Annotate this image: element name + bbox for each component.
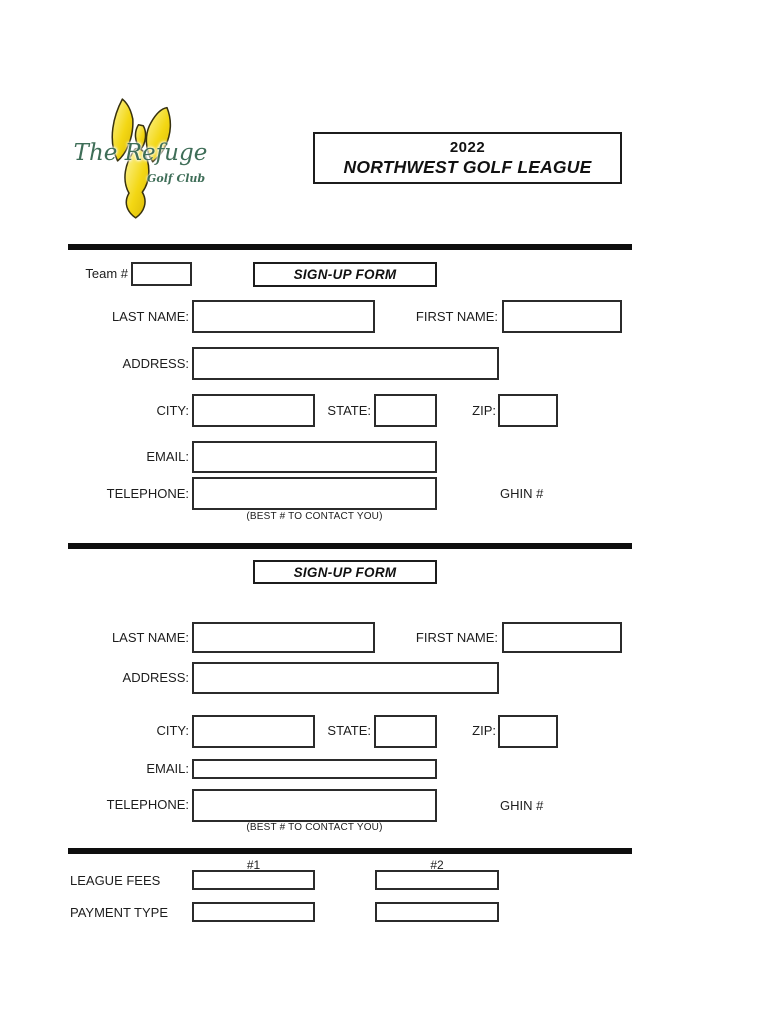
telephone-label-1: TELEPHONE:: [106, 486, 189, 501]
email-input-2[interactable]: [192, 759, 437, 779]
address-input-1[interactable]: [192, 347, 499, 380]
section-divider-2: [68, 543, 632, 549]
first-name-input-1[interactable]: [502, 300, 622, 333]
telephone-input-2[interactable]: [192, 789, 437, 822]
address-input-2[interactable]: [192, 662, 499, 694]
city-label-1: CITY:: [156, 403, 189, 418]
signup-form-header-2: SIGN-UP FORM: [253, 560, 437, 584]
state-label-1: STATE:: [327, 403, 371, 418]
team-number-label: Team #: [85, 266, 128, 281]
zip-label-2: ZIP:: [472, 723, 496, 738]
league-year: 2022: [449, 139, 486, 156]
league-fees-input-2[interactable]: [375, 870, 499, 890]
ghin-label-2: GHIN #: [500, 798, 544, 813]
fees-column-1-header: #1: [246, 858, 261, 872]
team-number-input[interactable]: [131, 262, 192, 286]
city-input-2[interactable]: [192, 715, 315, 748]
club-logo: The Refuge Golf Club: [73, 96, 208, 220]
phone-note-1: (BEST # TO CONTACT YOU): [246, 511, 383, 522]
signup-form-title-1: SIGN-UP FORM: [293, 267, 397, 282]
eagle-logo-icon: [111, 98, 172, 219]
section-divider-3: [68, 848, 632, 854]
signup-form-header-1: SIGN-UP FORM: [253, 262, 437, 287]
state-input-2[interactable]: [374, 715, 437, 748]
phone-note-2: (BEST # TO CONTACT YOU): [246, 822, 383, 833]
email-input-1[interactable]: [192, 441, 437, 473]
email-label-2: EMAIL:: [146, 761, 189, 776]
first-name-input-2[interactable]: [502, 622, 622, 653]
fees-column-2-header: #2: [430, 858, 444, 872]
league-title-box: 2022 NORTHWEST GOLF LEAGUE: [313, 132, 622, 184]
address-label-1: ADDRESS:: [122, 356, 189, 371]
league-name: NORTHWEST GOLF LEAGUE: [343, 157, 592, 177]
last-name-input-1[interactable]: [192, 300, 375, 333]
section-divider-1: [68, 244, 632, 250]
email-label-1: EMAIL:: [146, 449, 189, 464]
address-label-2: ADDRESS:: [122, 670, 189, 685]
city-label-2: CITY:: [156, 723, 189, 738]
last-name-label-1: LAST NAME:: [111, 309, 189, 324]
first-name-label-2: FIRST NAME:: [415, 630, 498, 645]
league-fees-input-1[interactable]: [192, 870, 315, 890]
telephone-label-2: TELEPHONE:: [106, 797, 189, 812]
telephone-input-1[interactable]: [192, 477, 437, 510]
zip-input-1[interactable]: [498, 394, 558, 427]
last-name-label-2: LAST NAME:: [111, 630, 189, 645]
city-input-1[interactable]: [192, 394, 315, 427]
last-name-input-2[interactable]: [192, 622, 375, 653]
ghin-label-1: GHIN #: [500, 486, 544, 501]
payment-type-label: PAYMENT TYPE: [70, 905, 169, 920]
zip-input-2[interactable]: [498, 715, 558, 748]
zip-label-1: ZIP:: [472, 403, 496, 418]
payment-type-input-1[interactable]: [192, 902, 315, 922]
league-fees-label: LEAGUE FEES: [70, 873, 161, 888]
state-label-2: STATE:: [327, 723, 371, 738]
first-name-label-1: FIRST NAME:: [415, 309, 498, 324]
club-subtitle: Golf Club: [147, 172, 206, 185]
signup-form-title-2: SIGN-UP FORM: [293, 564, 397, 580]
club-name: The Refuge: [73, 140, 208, 166]
payment-type-input-2[interactable]: [375, 902, 499, 922]
state-input-1[interactable]: [374, 394, 437, 427]
